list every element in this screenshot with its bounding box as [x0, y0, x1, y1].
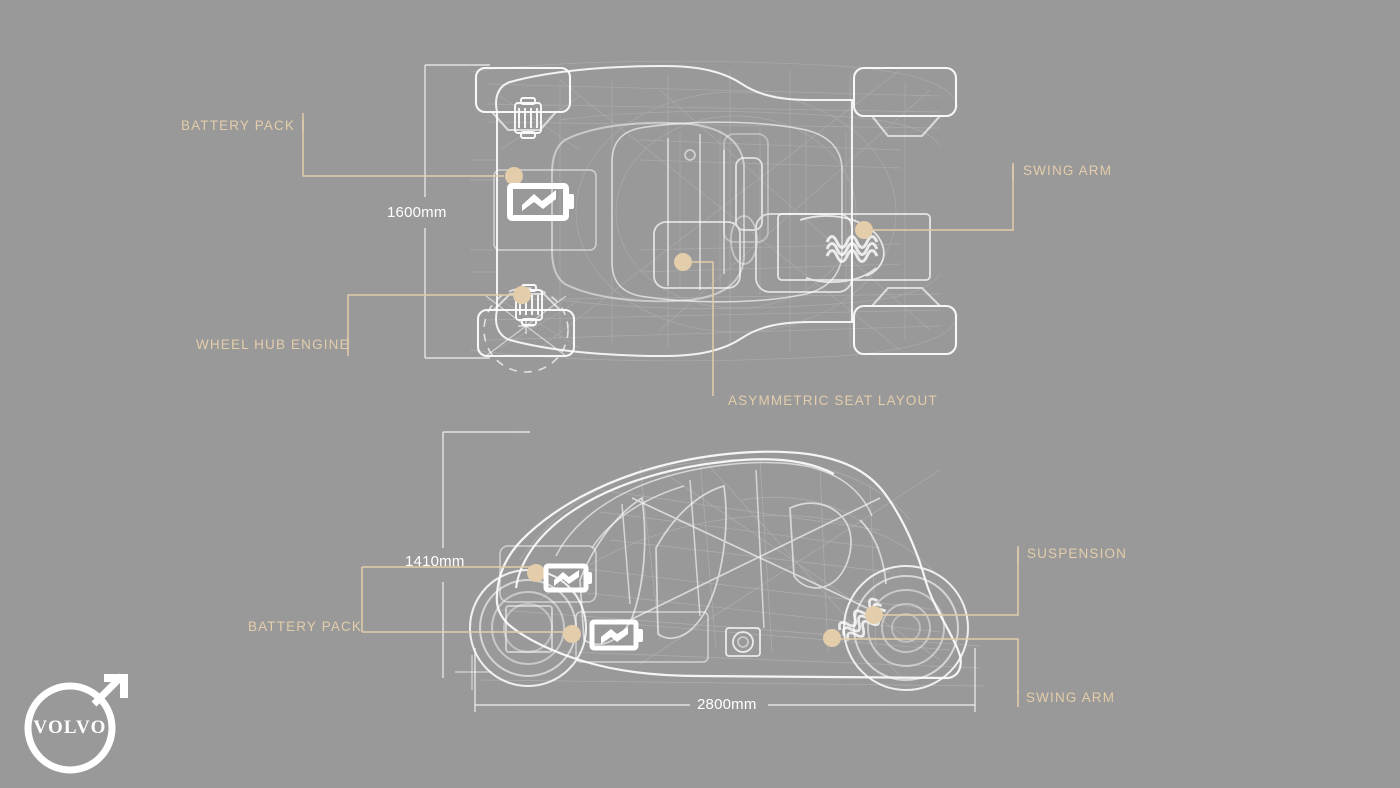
- leader-suspension-side: [878, 549, 1019, 616]
- dimension-label-2800mm: 2800mm: [697, 696, 757, 713]
- leader-battery-pack-top: [302, 120, 504, 177]
- top-view-construction-mesh: [469, 60, 959, 362]
- top-view-wheels: [474, 66, 958, 358]
- volvo-wordmark: VOLVO: [33, 717, 106, 738]
- hotspot-swing-arm-side[interactable]: [823, 629, 841, 647]
- side-view-wheels: [468, 565, 969, 691]
- top-view-swing-arm: [777, 213, 931, 283]
- hotspot-swing-arm-top[interactable]: [855, 221, 873, 239]
- callout-label-battery-pack-top[interactable]: BATTERY PACK: [181, 118, 296, 133]
- iron-mark-circle: [24, 682, 116, 774]
- volvo-iron-mark: VOLVO: [24, 673, 128, 774]
- battery-icon: [507, 183, 574, 221]
- leader-swing-arm-side: [832, 638, 1019, 693]
- wordmark-plate: [33, 723, 107, 734]
- top-view-battery-module: [493, 169, 597, 251]
- hotspot-battery-upper-side[interactable]: [527, 564, 545, 582]
- callout-label-wheel-hub-engine[interactable]: WHEEL HUB ENGINE: [196, 337, 350, 352]
- leader-wheel-hub-engine: [347, 294, 513, 348]
- callout-label-swing-arm-top[interactable]: SWING ARM: [1023, 163, 1113, 178]
- side-view-cabin-glass: [555, 461, 873, 629]
- iron-mark-arrow: [91, 673, 128, 707]
- hotspot-battery-pack-top[interactable]: [505, 167, 523, 185]
- hotspot-wheel-hub-engine[interactable]: [513, 286, 531, 304]
- side-view-interior: [579, 484, 887, 645]
- callout-label-asymmetric-seat[interactable]: ASYMMETRIC SEAT LAYOUT: [728, 393, 938, 408]
- leader-asymmetric-seat: [684, 261, 714, 396]
- hotspot-asymmetric-seat[interactable]: [674, 253, 692, 271]
- battery-icon: [589, 619, 643, 651]
- hotspot-battery-lower-side[interactable]: [563, 625, 581, 643]
- hotspot-suspension-side[interactable]: [865, 606, 883, 624]
- side-view-detail-circle: [725, 627, 761, 657]
- dimension-label-1410mm: 1410mm: [405, 553, 465, 570]
- callout-label-swing-arm-side[interactable]: SWING ARM: [1026, 690, 1116, 705]
- callout-label-battery-pack-side[interactable]: BATTERY PACK: [248, 619, 363, 634]
- callout-label-suspension-side[interactable]: SUSPENSION: [1027, 546, 1128, 561]
- battery-icon: [543, 563, 592, 593]
- dimension-label-1600mm: 1600mm: [387, 204, 447, 221]
- leader-swing-arm-top: [873, 166, 1014, 231]
- motor-icon: [514, 97, 542, 139]
- top-view-cabin: [611, 121, 843, 303]
